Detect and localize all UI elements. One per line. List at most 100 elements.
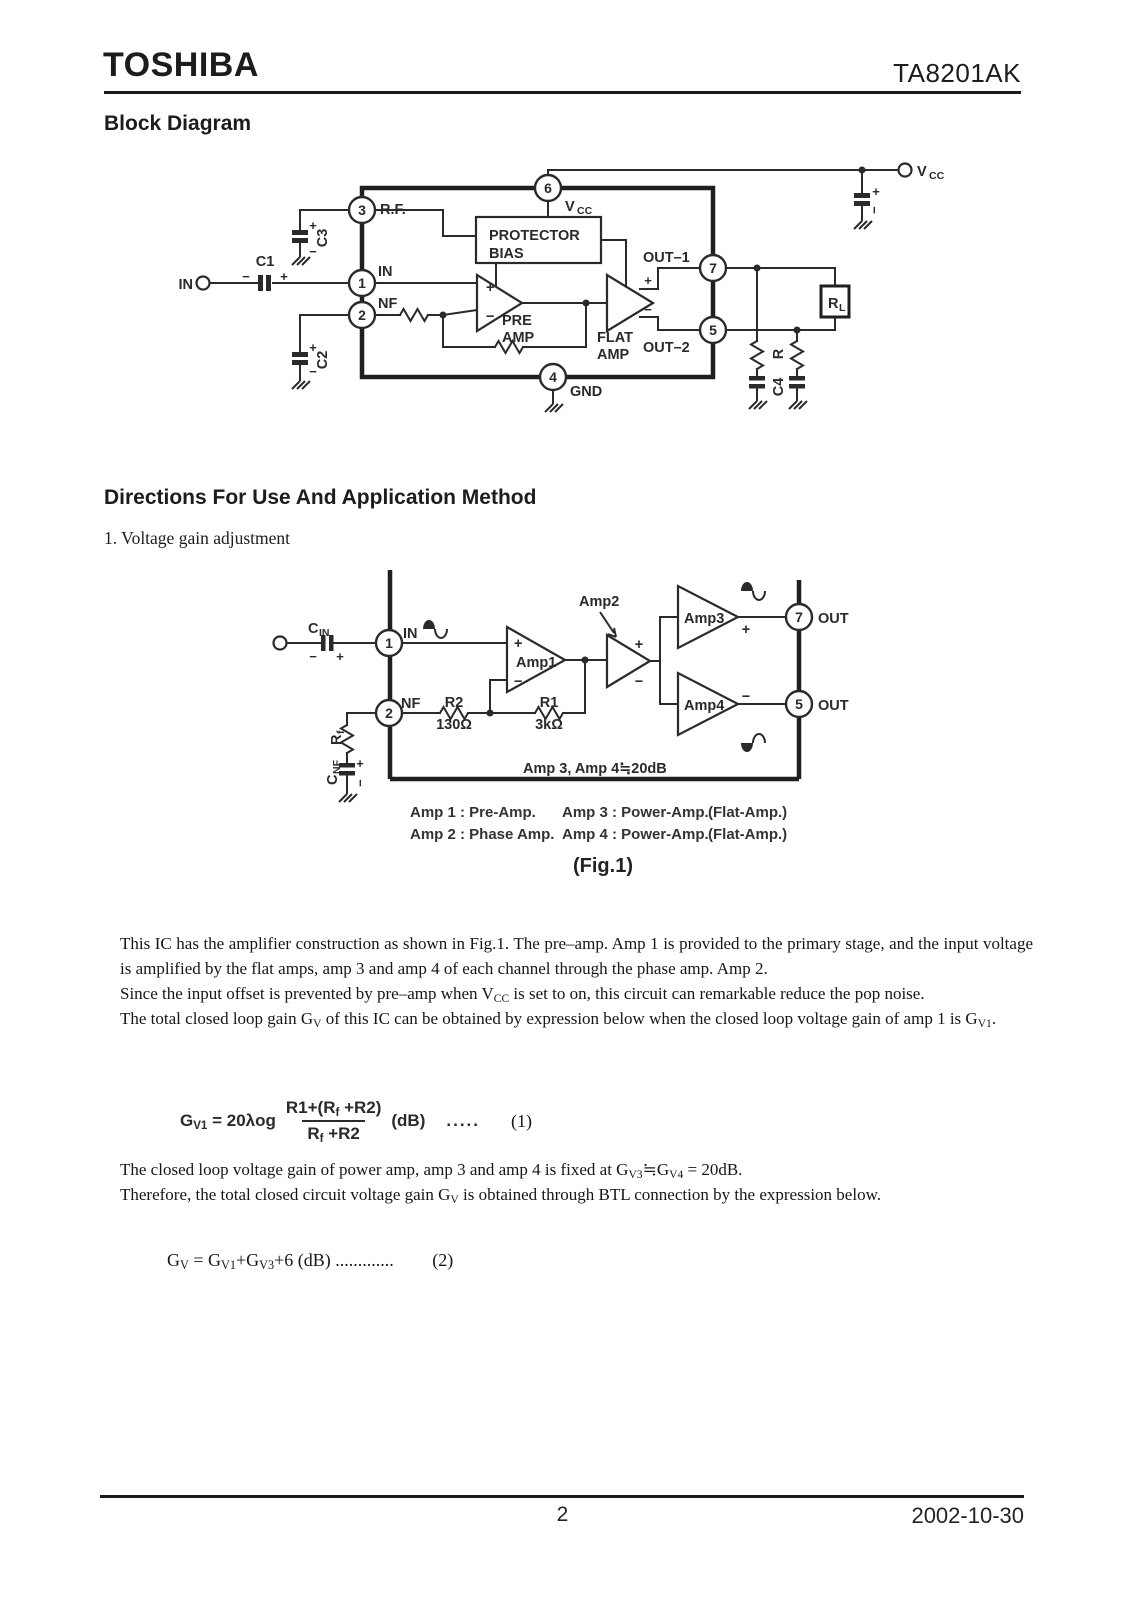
r2-value: 130Ω (436, 717, 472, 733)
footer-rule (100, 1495, 1024, 1498)
part-number: TA8201AK (893, 58, 1021, 88)
amp3-triangle (676, 584, 741, 650)
paragraph-5: Therefore, the total closed circuit volt… (120, 1185, 882, 1206)
pre-amp-label: AMP (502, 330, 535, 346)
directions-title: Directions For Use And Application Metho… (104, 486, 537, 509)
paragraph-3: The total closed loop gain GV of this IC… (120, 1009, 997, 1030)
block-diagram: 3 1 2 6 4 7 5 IN C1 − + C3 + − C2 + − R.… (179, 162, 945, 413)
in-terminal (195, 275, 211, 291)
flat-amp-label: AMP (597, 347, 630, 363)
pin2-number: 2 (358, 307, 366, 323)
formula1-fraction: R1+(Rf +R2) Rf +R2 (281, 1098, 387, 1144)
amp1-plus: + (514, 636, 522, 652)
pre-amp-plus: + (486, 280, 494, 296)
pre-amp-minus: − (486, 309, 494, 325)
amp2-label: Amp2 (579, 594, 619, 610)
rf-label-group: R f (329, 730, 347, 745)
amp3-out-plus: + (742, 622, 750, 638)
page-number: 2 (556, 1503, 569, 1526)
amp1-triangle (505, 625, 568, 694)
fig1-pin-numbers: 1 2 7 5 (385, 609, 803, 721)
fig1-in-label: IN (403, 626, 418, 642)
cnf-label: C (325, 774, 341, 785)
footer-date: 2002-10-30 (911, 1503, 1024, 1528)
formula-2: GV = GV1+GV3+6 (dB) ............. (2) (167, 1250, 453, 1271)
fig1-capacitor-plates (321, 635, 355, 776)
fig1-pin-circles (374, 602, 814, 728)
out-bottom-label: OUT (818, 698, 849, 714)
capacitor-plates (258, 193, 870, 389)
paragraph-2: Since the input offset is prevented by p… (120, 984, 925, 1005)
amp2-triangle (605, 633, 653, 689)
legend-amp3: Amp 3 : Power-Amp. (562, 804, 709, 821)
cin-plus: + (336, 649, 344, 664)
amp2-minus: − (635, 674, 643, 690)
c1-label: C1 (256, 254, 275, 270)
legend-amp1: Amp 1 : Pre-Amp. (410, 804, 536, 821)
pin1-in-label: IN (378, 264, 393, 280)
fig1-pin5-number: 5 (795, 696, 803, 712)
out1-phase-icon (741, 582, 766, 601)
fig1-wires (286, 616, 787, 791)
c3-plus: + (309, 218, 317, 233)
formula1-lhs: GV1 = 20λog (180, 1111, 276, 1132)
cin-label: C (308, 621, 319, 637)
legend-amp3-flat: (Flat-Amp.) (708, 804, 788, 821)
pin5-number: 5 (709, 322, 717, 338)
legend-amp4-flat: (Flat-Amp.) (708, 826, 788, 843)
rf-label: R (329, 734, 345, 745)
vcc-terminal-sub: CC (929, 170, 945, 182)
pre-amp-triangle (475, 273, 525, 333)
pin-numbers: 3 1 2 6 4 7 5 (358, 180, 717, 385)
c1-plus: + (280, 269, 288, 284)
vcc-terminal-label: V (917, 164, 927, 180)
cnf-minus: − (353, 779, 368, 787)
protector-label: PROTECTOR (489, 228, 580, 244)
c3-label: C3 (315, 229, 331, 248)
body-text-block-2: The closed loop voltage gain of power am… (120, 1157, 1033, 1207)
c2-minus: − (309, 364, 317, 379)
pin3-rf-label: R.F. (380, 202, 406, 218)
header-rule (104, 91, 1021, 94)
body-text-block-1: This IC has the amplifier construction a… (120, 931, 1033, 1031)
gnd-label: GND (570, 384, 602, 400)
rl-sub: L (839, 302, 846, 314)
flat-label: FLAT (597, 330, 633, 346)
out-top-label: OUT (818, 611, 849, 627)
formula1-dots: ..... (446, 1111, 480, 1130)
load-resistor-box (819, 284, 851, 319)
cnf-label-group: C NF (325, 759, 343, 785)
pin-circles (347, 173, 728, 392)
legend-amp2: Amp 2 : Phase Amp. (410, 826, 555, 843)
cin-minus: − (309, 649, 317, 664)
pin2-nf-label: NF (378, 296, 397, 312)
ground-symbols (291, 217, 873, 413)
vcc-terminal (897, 162, 913, 178)
fig1-ground (338, 790, 358, 803)
fig1-input-terminal (272, 635, 288, 651)
amp4-out-minus: − (742, 689, 750, 705)
legend-amp4: Amp 4 : Power-Amp. (562, 826, 709, 843)
formula2-body: GV = GV1+GV3+6 (dB) ............. (167, 1250, 394, 1272)
pin6-vcc-sub: CC (577, 205, 593, 217)
formula1-numerator: R1+(Rf +R2) (285, 1098, 382, 1119)
out1-label: OUT–1 (643, 250, 690, 266)
block-diagram-title: Block Diagram (104, 112, 252, 135)
r1-value: 3kΩ (535, 717, 563, 733)
paragraph-4: The closed loop voltage gain of power am… (120, 1160, 743, 1181)
formula1-number: (1) (511, 1110, 532, 1131)
amp1-minus: − (514, 674, 522, 690)
protector-bias-block (474, 215, 603, 265)
r1-label: R1 (540, 695, 559, 711)
pin3-number: 3 (358, 202, 366, 218)
snubber-r-label: R (771, 348, 787, 359)
gain-note: Amp 3, Amp 4≒20dB (523, 761, 667, 777)
pin7-number: 7 (709, 260, 717, 276)
amp3-label: Amp3 (684, 611, 724, 627)
c3-minus: − (309, 244, 317, 259)
fig1-caption: (Fig.1) (573, 855, 633, 877)
pin4-number: 4 (549, 369, 557, 385)
out2-label: OUT–2 (643, 340, 690, 356)
amp2-plus: + (635, 637, 643, 653)
formula1-unit: (dB) (391, 1111, 426, 1130)
